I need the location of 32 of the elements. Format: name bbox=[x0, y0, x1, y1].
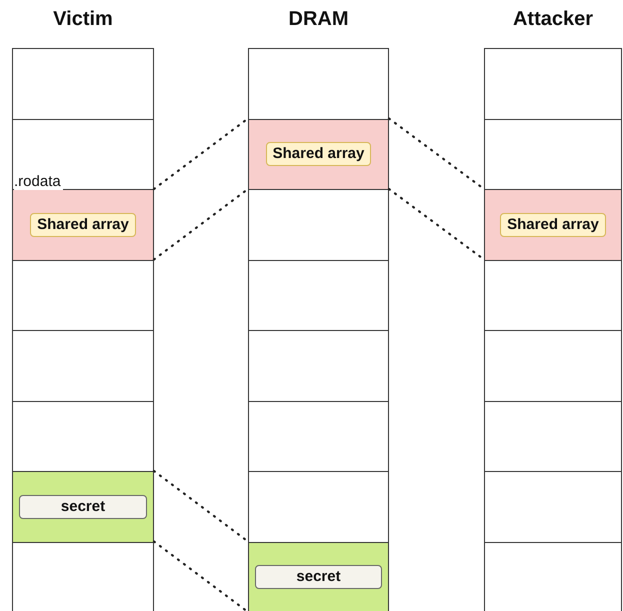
memory-cell bbox=[484, 400, 622, 472]
memory-cell bbox=[12, 400, 154, 472]
memory-cell bbox=[248, 400, 389, 472]
memory-cell bbox=[484, 260, 622, 331]
memory-cell bbox=[484, 471, 622, 542]
memory-cell bbox=[12, 542, 154, 611]
memory-cell bbox=[12, 260, 154, 331]
column-heading: DRAM bbox=[288, 8, 350, 31]
memory-cell bbox=[248, 189, 389, 260]
memory-cell bbox=[248, 330, 389, 402]
section-label: .rodata bbox=[14, 174, 63, 190]
secret-memory-cell bbox=[12, 471, 154, 542]
data-tag: Shared array bbox=[266, 142, 372, 166]
shared-memory-cell bbox=[484, 189, 622, 260]
data-tag: Shared array bbox=[500, 212, 606, 237]
memory-cell bbox=[484, 330, 622, 402]
secret-memory-cell bbox=[248, 542, 389, 611]
memory-cell bbox=[12, 118, 154, 190]
memory-cell bbox=[248, 260, 389, 331]
column-heading: Victim bbox=[52, 8, 114, 31]
data-field: secret bbox=[255, 565, 382, 590]
column-heading: Attacker bbox=[512, 8, 594, 31]
memory-cell bbox=[484, 118, 622, 190]
memory-cell bbox=[484, 48, 622, 120]
shared-memory-cell bbox=[248, 118, 389, 190]
memory-cell bbox=[12, 330, 154, 402]
memory-cell bbox=[12, 48, 154, 120]
memory-cell bbox=[248, 48, 389, 120]
memory-cell bbox=[248, 471, 389, 542]
data-field: secret bbox=[19, 494, 147, 519]
data-tag: Shared array bbox=[30, 212, 136, 237]
memory-cell bbox=[484, 542, 622, 611]
